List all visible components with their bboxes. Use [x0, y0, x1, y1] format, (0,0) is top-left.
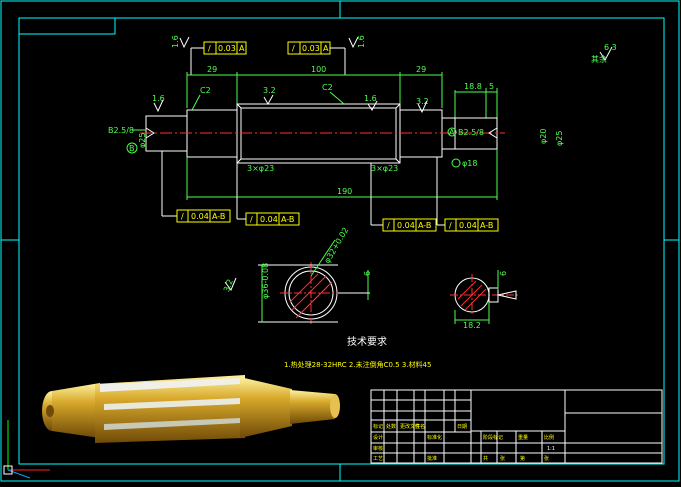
roughness-symbol-top-left: 1.6	[171, 35, 190, 49]
svg-text:A-B: A-B	[212, 212, 225, 221]
svg-text:1:1: 1:1	[547, 446, 555, 452]
dim-len-key: 18.8	[464, 82, 482, 91]
svg-text:标准化: 标准化	[427, 434, 442, 441]
svg-text:/: /	[387, 221, 390, 230]
svg-text:A-B: A-B	[281, 215, 294, 224]
svg-text:张: 张	[544, 455, 549, 462]
section-view-spline: φ36-0.08 φ32+0.02 6 3.2	[222, 226, 372, 324]
tolerance-frame-top-right: / 0.03 A	[287, 41, 346, 75]
svg-text:批准: 批准	[427, 455, 437, 462]
tolerance-frame-top-left: / 0.03 A	[190, 41, 247, 75]
roughness-mid-b: 1.6	[364, 94, 377, 103]
svg-text:/: /	[181, 212, 184, 221]
dia-small: φ18	[462, 159, 477, 168]
roughness-mid-a: 3.2	[263, 86, 276, 95]
section2-dia: 6	[499, 271, 508, 276]
groove-left: 3×φ23	[247, 164, 274, 173]
shaft-annotations: C2 C2 3.2 1.6 3.2 1.6 B2.5/8 φ25 B A B2.…	[108, 83, 564, 200]
title-block: 标记 处数 更改文件 签名 日期 设计 标准化 阶段标记 重量 比例 审核 工艺…	[370, 389, 663, 464]
svg-text:A-B: A-B	[480, 221, 493, 230]
section-view-round: 6 18.2	[450, 270, 520, 330]
roughness-symbol-top-mid: 1.6	[348, 35, 366, 49]
dim-len-right: 29	[416, 65, 426, 74]
tech-title: 技术要求	[347, 335, 387, 348]
tol-value: 0.03	[302, 44, 320, 53]
svg-text:第: 第	[520, 455, 525, 462]
center-hole-left	[145, 127, 155, 139]
shaft-3d-model	[42, 375, 340, 443]
dimension-top-row: 29 100 29 18.8 5	[186, 65, 498, 118]
svg-text:1.6: 1.6	[171, 35, 180, 48]
datum-left: B	[129, 144, 135, 153]
svg-text:张: 张	[500, 455, 505, 462]
tol-datum: A	[323, 44, 329, 53]
tol-value: 0.03	[218, 44, 236, 53]
dia-right-b: φ25	[555, 131, 564, 146]
svg-text:工艺: 工艺	[373, 456, 383, 462]
svg-text:日期: 日期	[457, 424, 467, 430]
svg-text:0.04: 0.04	[260, 215, 278, 224]
svg-text:1.6: 1.6	[357, 35, 366, 48]
svg-text:重量: 重量	[518, 434, 528, 441]
dia-right-a: φ20	[539, 129, 548, 144]
svg-text:设计: 设计	[373, 434, 383, 441]
datum-left-circle	[126, 142, 138, 154]
roughness-symbol-corner: 6.3 其余	[591, 43, 617, 64]
datum-a-circle	[451, 158, 461, 168]
center-hole-right	[488, 127, 498, 139]
tol-symbol: /	[292, 44, 295, 53]
tol-datum: A	[239, 44, 245, 53]
ucs-icon	[3, 420, 50, 479]
section-top: φ32+0.02	[323, 226, 351, 265]
svg-text:处数: 处数	[386, 423, 396, 430]
svg-text:0.04: 0.04	[191, 212, 209, 221]
svg-text:标记: 标记	[373, 423, 383, 430]
svg-text:阶段标记: 阶段标记	[483, 434, 503, 441]
tech-items: 1.热处理28-32HRC 2.未注倒角C0.5 3.材料45	[284, 360, 431, 369]
section-key: 6	[363, 271, 372, 276]
tolerance-frames-bottom: / 0.04 A-B / 0.04 A-B / 0.04 A-B / 0.04 …	[161, 151, 499, 232]
chamfer-left: C2	[200, 86, 211, 95]
center-hole-right-label: B2.5/8	[458, 128, 484, 137]
corner-box	[18, 17, 116, 35]
dim-len-mid: 100	[311, 65, 326, 74]
svg-text:0.04: 0.04	[397, 221, 415, 230]
dia-left: φ25	[138, 133, 147, 148]
svg-text:/: /	[250, 215, 253, 224]
inner-frame	[18, 17, 665, 465]
dim-len-left: 29	[207, 65, 217, 74]
svg-text:审核: 审核	[373, 445, 383, 452]
roughness-right-mid: 3.2	[416, 97, 429, 106]
svg-text:/: /	[449, 221, 452, 230]
svg-text:签名: 签名	[415, 423, 425, 430]
svg-text:0.04: 0.04	[459, 221, 477, 230]
center-hole-left-label: B2.5/8	[108, 126, 134, 135]
tol-symbol: /	[208, 44, 211, 53]
datum-right-circle	[447, 127, 457, 137]
shaft-outline	[140, 103, 505, 164]
datum-right: A	[449, 128, 455, 137]
roughness-left-end: 1.6	[152, 94, 165, 103]
roughness-section-left: 3.2	[222, 278, 235, 293]
svg-text:比例: 比例	[544, 434, 554, 441]
svg-text:更改文件: 更改文件	[400, 423, 420, 430]
svg-text:其余: 其余	[591, 54, 607, 64]
dim-len-end: 5	[489, 82, 494, 91]
chamfer-mid: C2	[322, 83, 333, 92]
svg-text:A-B: A-B	[418, 221, 431, 230]
section-dia: φ36-0.08	[261, 263, 270, 299]
svg-text:6.3: 6.3	[604, 43, 617, 52]
section2-width: 18.2	[463, 321, 481, 330]
groove-right: 3×φ23	[371, 164, 398, 173]
svg-text:共: 共	[483, 455, 488, 462]
dim-len-total: 190	[337, 187, 352, 196]
